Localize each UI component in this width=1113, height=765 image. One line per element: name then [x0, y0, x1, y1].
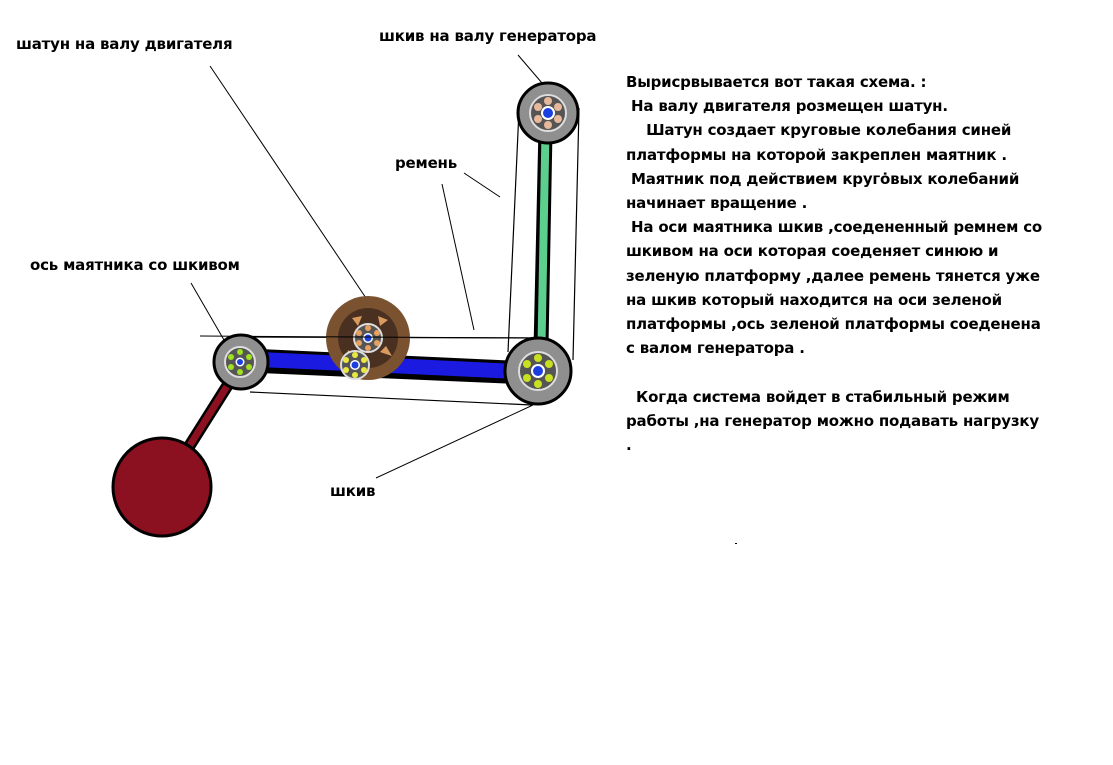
engine-crank — [199, 296, 541, 380]
description-line: Шатун создает круговые колебания синей — [626, 121, 1012, 140]
belt-left-vertical — [507, 109, 520, 353]
description-line: шкивом на оси которая соеденяет синюю и — [626, 242, 999, 261]
joint-axis-icon — [533, 366, 543, 376]
joint-pulley — [503, 336, 573, 406]
description-line: Маятник под действием кругȯвых колебаний — [626, 169, 1020, 188]
belt-bottom — [249, 391, 533, 406]
description-line: зеленую платформу ,далее ремень тянется … — [626, 266, 1040, 285]
description-line: На валу двигателя розмещен шатун. — [626, 97, 948, 116]
leader-line-generator-pulley — [517, 54, 543, 84]
green-platform — [533, 104, 553, 372]
pendulum-axis-icon — [237, 359, 243, 365]
description-line: платформы ,ось зеленой платформы соедене… — [626, 315, 1041, 334]
description-line — [626, 360, 1106, 384]
leader-line-belt-b — [441, 183, 475, 331]
description-line: начинает вращение . — [626, 194, 808, 213]
description-line: платформы на которой закреплен маятник . — [626, 145, 1007, 164]
label-belt: ремень — [395, 154, 457, 172]
description-line: с валом генератора . — [626, 339, 805, 358]
leader-line-pendulum-axis — [190, 282, 225, 341]
crank-pin-bearing — [340, 350, 370, 380]
generator-pulley — [516, 81, 580, 145]
pendulum — [111, 366, 242, 538]
description-line: Когда система войдет в стабильный режим — [626, 387, 1010, 406]
description-line: На оси маятника шкив ,соедененный ремнем… — [626, 218, 1042, 237]
generator-axis-icon — [543, 108, 553, 118]
leader-line-pulley — [375, 404, 534, 479]
stray-dot — [735, 543, 737, 544]
leader-lines — [190, 54, 543, 479]
description-line: . — [626, 436, 632, 455]
belt-right-vertical — [572, 107, 580, 361]
description-line: на шкив который находится на оси зеленой — [626, 290, 1002, 309]
description-line: работы ,на генератор можно подавать нагр… — [626, 411, 1039, 430]
crank-bearing — [353, 323, 383, 353]
label-pendulum-axis: ось маятника со шкивом — [30, 256, 240, 274]
description-line: Вырисрвывается вот такая схема. : — [626, 73, 927, 91]
leader-line-belt-a — [463, 172, 501, 198]
pendulum-bob — [111, 436, 213, 538]
label-generator-pulley: шкив на валу генератора — [379, 27, 597, 45]
pendulum-axis-pulley — [212, 333, 270, 391]
leader-line-crank — [209, 65, 369, 302]
description-text: Вырисрвывается вот такая схема. : На вал… — [626, 70, 1106, 457]
label-pulley: шкив — [330, 482, 376, 500]
crank-axis-icon — [364, 334, 372, 342]
label-crank: шатун на валу двигателя — [16, 35, 233, 53]
